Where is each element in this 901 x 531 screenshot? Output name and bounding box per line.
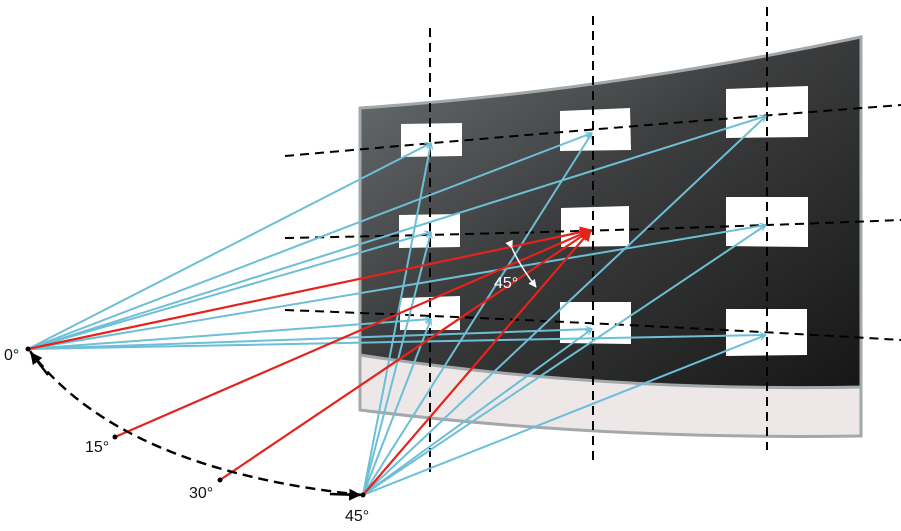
viewer-point-45deg [360, 492, 366, 498]
red-ray-45deg [362, 229, 592, 496]
ray [362, 334, 766, 496]
viewer-point-30deg [217, 477, 223, 483]
red-ray-0deg [27, 226, 593, 351]
target-r2c2 [561, 206, 629, 247]
inner-angle-arc [505, 239, 537, 288]
ray [27, 319, 431, 350]
rays-from-0deg [27, 116, 766, 350]
ray [362, 224, 766, 496]
viewer-point-0deg [25, 346, 31, 352]
guide-horizontal-2 [284, 219, 901, 239]
ray [27, 329, 592, 350]
ray [27, 335, 766, 350]
ray [27, 116, 766, 350]
ray [362, 328, 592, 496]
target-r3c2 [560, 302, 631, 344]
ray [362, 143, 431, 496]
viewer-points [25, 346, 366, 498]
ray [362, 116, 766, 496]
target-r1c1 [401, 123, 462, 157]
guide-horizontal-1 [284, 104, 901, 157]
viewer-arc [29, 350, 364, 497]
ray [27, 142, 431, 350]
viewer-arc-arrow-end [329, 488, 362, 501]
ray [27, 232, 431, 350]
ray [362, 319, 432, 496]
ray [27, 225, 766, 350]
rays-from-45deg [362, 116, 766, 496]
label-angle-30: 30° [189, 485, 213, 502]
guide-horizontal-3 [284, 309, 901, 341]
viewer-arc-arrow-start [30, 352, 49, 376]
label-angle-0: 0° [4, 347, 19, 364]
target-r1c2 [560, 108, 631, 151]
label-angle-15: 15° [85, 439, 109, 456]
viewer-point-15deg [112, 434, 118, 440]
ray [27, 132, 592, 350]
guide-lines [284, 7, 901, 472]
label-angle-45: 45° [345, 508, 369, 525]
label-inner-angle: 45° [494, 275, 518, 292]
ray [362, 133, 593, 496]
ray [362, 232, 431, 496]
